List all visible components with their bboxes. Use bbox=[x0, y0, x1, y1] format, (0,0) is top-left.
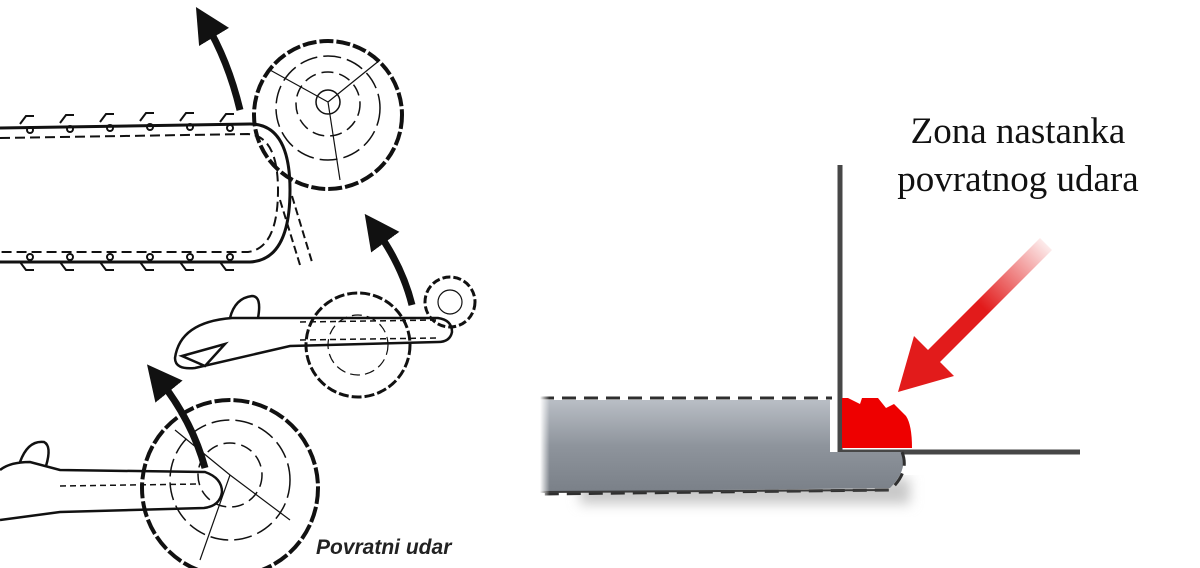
chainsaw-bar-icon bbox=[0, 113, 312, 270]
log-cross-section-icon bbox=[142, 400, 318, 568]
red-arrow-icon bbox=[898, 238, 1052, 392]
kickback-arrow-icon bbox=[375, 228, 412, 305]
kickback-zone-icon bbox=[842, 398, 912, 448]
log-cross-section-icon bbox=[254, 41, 402, 189]
left-caption: Povratni udar bbox=[316, 536, 451, 560]
kickback-zone-label: Zona nastanka povratnog udara bbox=[858, 108, 1178, 204]
label-line-2: povratnog udara bbox=[858, 156, 1178, 204]
chainsaw-icon bbox=[175, 277, 475, 397]
kickback-illustration: Povratni udar bbox=[0, 0, 540, 568]
kickback-zone-diagram: Zona nastanka povratnog udara bbox=[540, 0, 1200, 568]
kickback-drawing bbox=[0, 0, 540, 568]
label-line-1: Zona nastanka bbox=[858, 108, 1178, 156]
kickback-zone-drawing bbox=[540, 0, 1200, 568]
kickback-arrow-icon bbox=[205, 22, 240, 110]
kickback-arrow-icon bbox=[158, 378, 205, 468]
chainsaw-icon bbox=[0, 442, 222, 520]
